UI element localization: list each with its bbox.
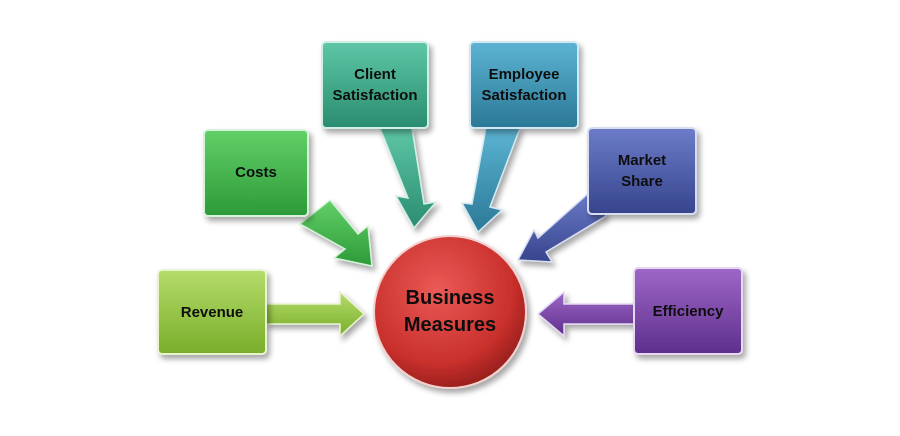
arrow-client [378, 127, 438, 230]
box-efficiency-label: Efficiency [653, 303, 725, 320]
box-revenue: Revenue [157, 269, 267, 355]
arrow-market [516, 190, 608, 263]
box-client-satisfaction: Client Satisfaction [321, 41, 429, 129]
box-revenue-label: Revenue [181, 304, 244, 321]
box-employee-label-line1: Employee [489, 66, 560, 83]
arrow-costs [298, 198, 373, 267]
box-market-label-line2: Share [621, 173, 663, 190]
box-client-label-line2: Satisfaction [332, 87, 417, 104]
arrow-efficiency [536, 290, 635, 338]
box-employee-label-line2: Satisfaction [481, 87, 566, 104]
box-efficiency: Efficiency [633, 267, 743, 355]
box-market-share: Market Share [587, 127, 697, 215]
center-circle: Business Measures [373, 235, 527, 389]
box-market-label-line1: Market [618, 152, 666, 169]
center-label-line2: Measures [404, 314, 496, 336]
box-costs: Costs [203, 129, 309, 217]
center-label-line1: Business [406, 287, 495, 309]
arrow-employee [460, 127, 522, 234]
box-employee-satisfaction: Employee Satisfaction [469, 41, 579, 129]
arrow-revenue [265, 290, 366, 338]
box-client-label-line1: Client [354, 66, 396, 83]
box-costs-label: Costs [235, 164, 277, 181]
